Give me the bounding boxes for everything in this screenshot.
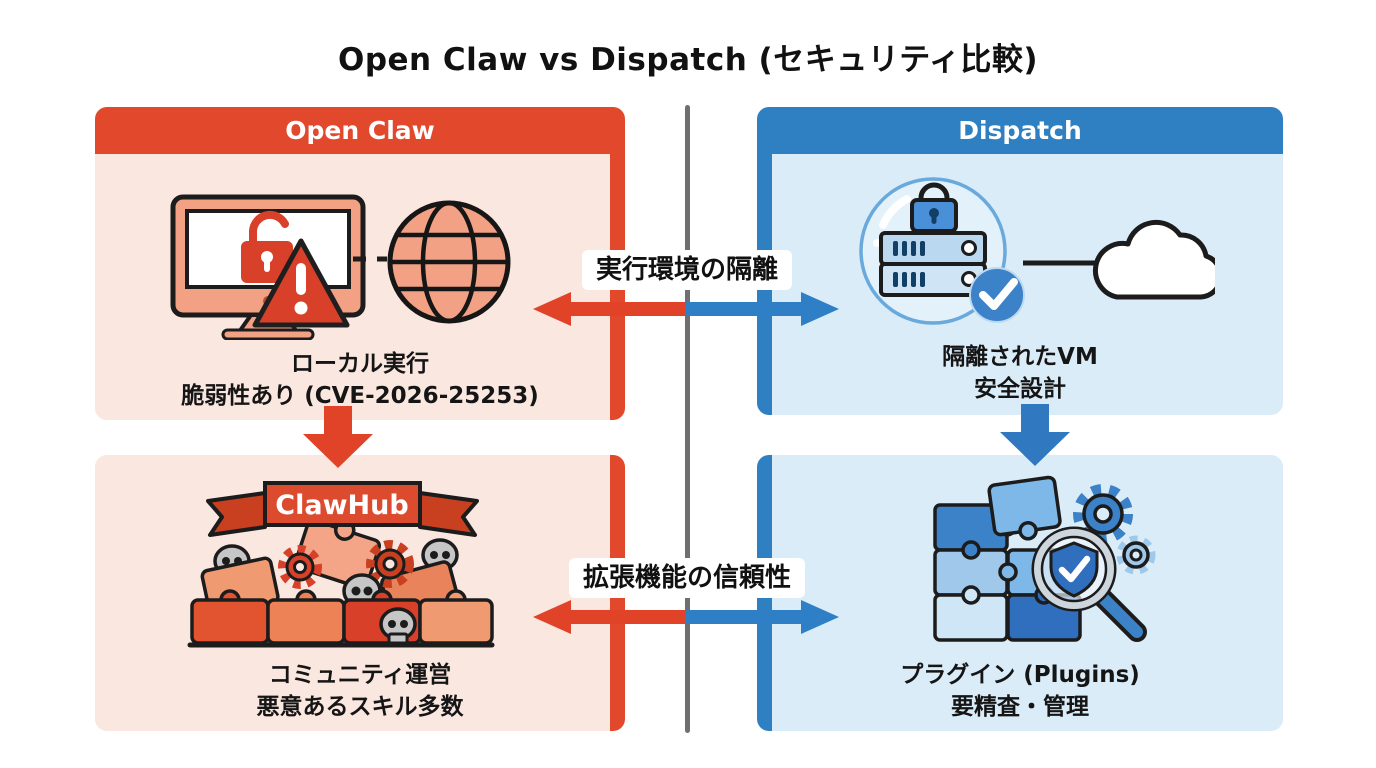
caption-line: 要精査・管理 <box>951 694 1089 720</box>
isolated-vm-cloud-icon <box>855 173 1224 333</box>
openclaw-bottom-caption: コミュニティ運営 悪意あるスキル多数 <box>95 659 625 723</box>
caption-line: 悪意あるスキル多数 <box>256 694 464 720</box>
comparison-label-execution-isolation: 実行環境の隔離 <box>581 250 793 290</box>
dispatch-bottom-caption: プラグイン (Plugins) 要精査・管理 <box>757 659 1283 723</box>
bidirectional-arrow-icon <box>533 292 839 326</box>
local-execution-vulnerability-icon <box>155 185 515 341</box>
magnifier-shield-icon <box>1031 526 1147 642</box>
dispatch-top-panel: Dispatch <box>757 107 1283 415</box>
openclaw-bottom-panel: ClawHub コミュニティ運営 悪意あるスキル多数 <box>95 455 625 731</box>
dispatch-header: Dispatch <box>757 107 1283 154</box>
caption-line: プラグイン (Plugins) <box>900 662 1140 688</box>
gear-icon <box>278 540 414 589</box>
down-arrow-blue-icon <box>1000 404 1070 466</box>
caption-line: コミュニティ運営 <box>268 662 452 688</box>
caption-line: 脆弱性あり (CVE-2026-25253) <box>181 383 539 409</box>
openclaw-header: Open Claw <box>95 107 625 154</box>
plugins-vetting-icon <box>917 467 1177 659</box>
caption-line: ローカル実行 <box>291 351 429 377</box>
clawhub-banner-label: ClawHub <box>275 490 408 521</box>
bidirectional-arrow-icon <box>533 600 839 634</box>
clawhub-ribbon: ClawHub <box>206 481 479 537</box>
caption-line: 隔離されたVM <box>942 344 1098 370</box>
comparison-label-extension-trust: 拡張機能の信頼性 <box>568 558 806 598</box>
openclaw-top-caption: ローカル実行 脆弱性あり (CVE-2026-25253) <box>95 348 625 412</box>
diagram-title: Open Claw vs Dispatch (セキュリティ比較) <box>337 42 1039 78</box>
clawhub-malicious-skills-icon: ClawHub <box>170 469 520 657</box>
caption-line: 安全設計 <box>974 376 1066 402</box>
center-divider <box>685 105 690 733</box>
dispatch-bottom-panel: プラグイン (Plugins) 要精査・管理 <box>757 455 1283 731</box>
gear-icon <box>1073 484 1156 575</box>
down-arrow-red-icon <box>303 406 373 468</box>
openclaw-top-panel: Open Claw <box>95 107 625 420</box>
dispatch-top-caption: 隔離されたVM 安全設計 <box>757 341 1283 405</box>
